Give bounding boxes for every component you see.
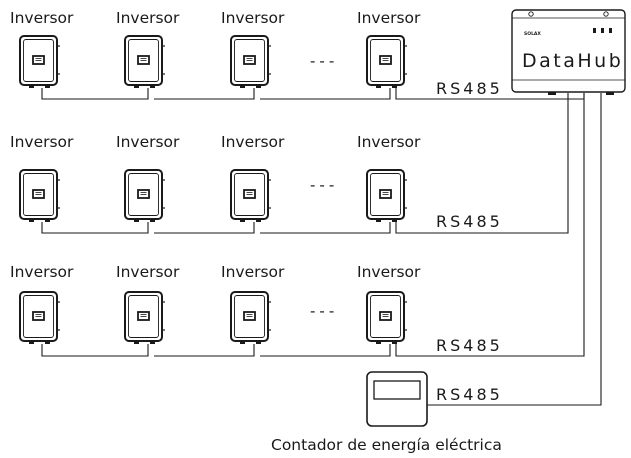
inverter-label: Inversor (10, 263, 74, 281)
row-2-trunk (260, 222, 391, 234)
meter-to-hub (427, 93, 602, 406)
rs485-label: RS485 (436, 79, 503, 98)
hub-ports (548, 92, 614, 95)
energy-meter: RS485 Contador de energía eléctrica (271, 371, 503, 454)
inverter-label: Inversor (357, 9, 421, 27)
row-1-trunk (260, 88, 391, 100)
rs485-label: RS485 (436, 385, 503, 404)
inverter-label: Inversor (357, 133, 421, 151)
inverter-row-2: Inversor Inversor Inversor Inversor --- … (10, 133, 503, 231)
inverter-icon (366, 169, 408, 223)
row-1-daisy-chain (41, 88, 149, 100)
inverter-label: Inversor (116, 263, 180, 281)
row-3-daisy-chain (41, 344, 149, 357)
inverter-icon (124, 35, 166, 89)
rs485-label: RS485 (436, 336, 503, 355)
inverter-label: Inversor (116, 133, 180, 151)
inverter-icon (230, 35, 272, 89)
hub-name: DataHub (522, 50, 623, 72)
row-2-daisy-chain-b (154, 222, 255, 234)
inverter-row-3: Inversor Inversor Inversor Inversor --- … (10, 263, 503, 355)
bus-wires (41, 88, 602, 406)
inverter-label: Inversor (116, 9, 180, 27)
ellipsis: --- (310, 302, 338, 320)
inverter-row-1: Inversor Inversor Inversor Inversor --- … (10, 9, 503, 98)
inverter-label: Inversor (221, 133, 285, 151)
inverter-icon (230, 291, 272, 345)
inverter-icon (366, 291, 408, 345)
row-2-to-hub (395, 93, 569, 234)
ellipsis: --- (310, 176, 338, 194)
inverter-label: Inversor (221, 263, 285, 281)
inverter-icon (19, 35, 61, 89)
row-3-trunk (260, 344, 391, 357)
inverter-label: Inversor (221, 9, 285, 27)
rs485-label: RS485 (436, 212, 503, 231)
inverter-label: Inversor (10, 9, 74, 27)
inverter-icon (124, 291, 166, 345)
led-indicators (593, 28, 612, 33)
row-3-daisy-chain-b (154, 344, 255, 357)
inverter-icon (124, 169, 166, 223)
inverter-icon (19, 169, 61, 223)
inverter-label: Inversor (357, 263, 421, 281)
inverter-icon (230, 169, 272, 223)
datahub-device: SOLAX DataHub (511, 9, 626, 95)
ellipsis: --- (310, 52, 338, 70)
inverter-icon (366, 35, 408, 89)
row-3-to-hub (395, 93, 585, 357)
meter-label: Contador de energía eléctrica (271, 436, 502, 454)
inverter-icon (19, 291, 61, 345)
hub-brand: SOLAX (524, 31, 541, 37)
inverter-label: Inversor (10, 133, 74, 151)
row-2-daisy-chain (41, 222, 149, 234)
row-1-daisy-chain-b (154, 88, 255, 100)
